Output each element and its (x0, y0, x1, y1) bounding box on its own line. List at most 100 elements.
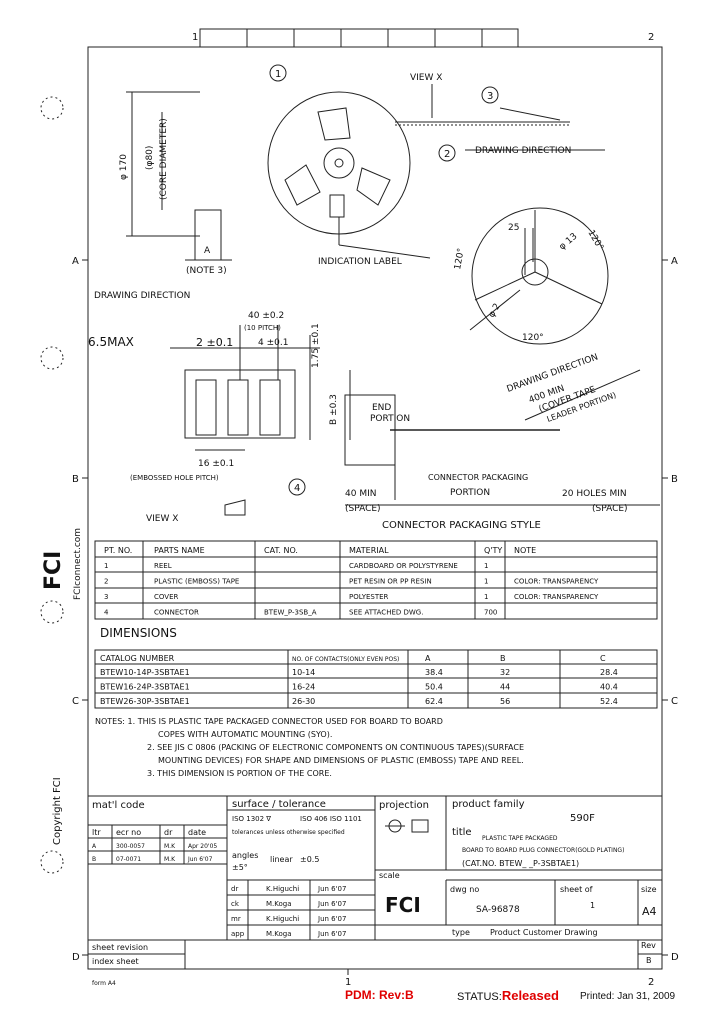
tb-sheet-revision: sheet revision (92, 943, 148, 952)
packaging-cell: POLYESTER (349, 593, 389, 601)
tb-title-1: PLASTIC TAPE PACKAGED (482, 835, 558, 842)
signature-cell: mr (231, 915, 241, 923)
tb-surface-tolerance: surface / tolerance (232, 799, 326, 810)
dimensions-cell: BTEW16-24P-3SBTAE1 (100, 683, 190, 692)
packaging-header-cell: PARTS NAME (154, 546, 205, 555)
tb-linear-label: linear (270, 855, 293, 864)
min-40-label: 40 MIN (345, 489, 376, 499)
callout-4-label: 4 (294, 483, 300, 494)
dimensions-table-grid (94, 649, 658, 709)
space-1-label: (SPACE) (345, 504, 381, 514)
printed-date: Printed: Jan 31, 2009 (580, 991, 676, 1002)
angle-120a-label: 120° (453, 247, 467, 270)
tb-size-val: A4 (642, 905, 657, 918)
punch-hole (40, 600, 64, 624)
left-tick-b: B (72, 474, 79, 485)
note-line-3: 2. SEE JIS C 0806 (PACKING OF ELECTRONIC… (147, 743, 524, 752)
core-diameter-label: (CORE DIAMETER) (159, 118, 169, 200)
tape-section (170, 325, 351, 451)
dim-a-label: A (204, 246, 211, 256)
punch-hole (40, 96, 64, 120)
tb-tol-note: tolerances unless otherwise specified (232, 829, 345, 836)
revision-cell: 300-0057 (116, 843, 145, 850)
indication-label: INDICATION LABEL (318, 257, 402, 267)
callout-1 (269, 64, 287, 82)
punch-hole (40, 346, 64, 370)
packaging-table-grid (94, 540, 658, 620)
revision-cell: M.K (164, 843, 176, 850)
status: STATUS:Released (457, 988, 559, 1003)
tb-dwg-no-label: dwg no (450, 885, 479, 894)
dim-16-label: 16 ±0.1 (198, 459, 234, 469)
tb-mat-code: mat'l code (92, 800, 145, 811)
pitch-note-label: (10 PITCH) (244, 324, 281, 332)
revision-cell: M.K (164, 856, 176, 863)
packaging-cell: COLOR: TRANSPARENCY (514, 593, 599, 601)
revision-cell: Jun 6'07 (187, 856, 213, 863)
tb-iso-left: ISO 1302 ∇ (232, 815, 271, 823)
packaging-cell: 1 (484, 593, 488, 601)
bottom-tick-1: 1 (345, 977, 351, 988)
dimensions-cell: 38.4 (425, 668, 443, 677)
note-line-1: NOTES: 1. THIS IS PLASTIC TAPE PACKAGED … (95, 717, 443, 726)
left-tick-d: D (72, 952, 80, 963)
left-tick-a: A (72, 256, 79, 267)
side-copyright: Copyright FCI (52, 777, 63, 845)
packaging-cell: PET RESIN OR PP RESIN (349, 578, 432, 586)
packaging-cell: 2 (104, 578, 108, 586)
view-x-2-label: VIEW X (146, 514, 178, 524)
packaging-header-cell: Q'TY (484, 546, 502, 555)
callout-1-label: 1 (275, 69, 281, 80)
tb-title-2: BOARD TO BOARD PLUG CONNECTOR(GOLD PLATI… (462, 847, 624, 854)
dim-b-label: B ±0.3 (329, 394, 339, 425)
right-tick-a: A (671, 256, 678, 267)
end-portion-1: END (372, 403, 391, 413)
dim-4-label: 4 ±0.1 (258, 338, 288, 348)
angle-120b-label: 120° (585, 229, 605, 253)
angle-120c-label: 120° (522, 333, 544, 343)
packaging-cell: 3 (104, 593, 108, 601)
note3-label: (NOTE 3) (186, 266, 227, 276)
callout-2 (438, 144, 456, 162)
packaging-header-cell: CAT. NO. (264, 546, 298, 555)
pdm-revision: PDM: Rev:B (345, 988, 414, 1002)
dimensions-header-cell: CATALOG NUMBER (100, 654, 175, 663)
callout-3-label: 3 (487, 91, 493, 102)
revision-cell: B (92, 856, 96, 863)
packaging-header-cell: MATERIAL (349, 546, 389, 555)
tb-type-val: Product Customer Drawing (490, 928, 598, 937)
hub-detail (469, 207, 609, 345)
dimensions-header-cell: C (600, 654, 606, 663)
signature-cell: M.Koga (266, 930, 292, 938)
dim-13-label: φ 13 (558, 232, 580, 253)
revision-header-cell: dr (164, 828, 173, 837)
embossed-hole-label: (EMBOSSED HOLE PITCH) (130, 474, 219, 482)
signature-cell: M.Koga (266, 900, 292, 908)
tb-size-label: size (641, 885, 657, 894)
dim-2-label: 2 ±0.1 (196, 336, 233, 349)
dimensions-cell: 40.4 (600, 683, 618, 692)
signature-cell: Jun 6'07 (317, 915, 346, 923)
packaging-title: CONNECTOR PACKAGING STYLE (382, 520, 541, 531)
tb-angles-val: ±5° (232, 863, 248, 872)
dimensions-cell: 62.4 (425, 697, 443, 706)
signature-cell: dr (231, 885, 238, 893)
tb-linear-val: ±0.5 (300, 855, 319, 864)
dimensions-cell: BTEW10-14P-3SBTAE1 (100, 668, 190, 677)
dimensions-cell: 32 (500, 668, 510, 677)
packaging-header-cell: PT. NO. (104, 546, 132, 555)
packaging-cell: COLOR: TRANSPARENCY (514, 578, 599, 586)
signature-cell: K.Higuchi (266, 885, 299, 893)
bottom-tick-2: 2 (648, 977, 654, 988)
dimensions-header-cell: B (500, 654, 506, 663)
pitch-40-label: 40 ±0.2 (248, 311, 284, 321)
packaging-cell: 1 (484, 562, 488, 570)
space-2-label: (SPACE) (592, 504, 628, 514)
packaging-cell: SEE ATTACHED DWG. (349, 609, 423, 617)
packaging-cell: BTEW_P-3SB_A (264, 609, 317, 617)
signature-cell: Jun 6'07 (317, 900, 346, 908)
tb-type-label: type (452, 928, 470, 937)
left-tick-c: C (72, 696, 79, 707)
tb-index-sheet: index sheet (92, 957, 139, 966)
callout-3 (481, 86, 499, 104)
